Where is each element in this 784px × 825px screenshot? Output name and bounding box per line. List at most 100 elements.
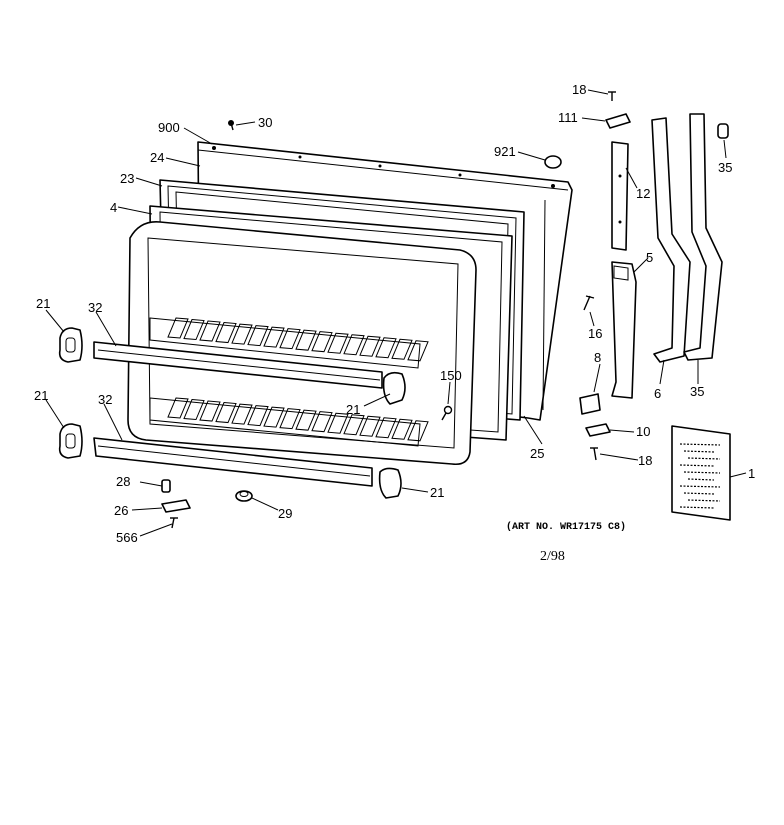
booklet-text-line: [683, 492, 715, 495]
callout-18-top: 18: [572, 82, 586, 97]
lower-shelf-ribs: [167, 397, 429, 442]
callout-566: 566: [116, 530, 138, 545]
door-shelf-bar-upper: [93, 341, 383, 389]
revision-date: 2/98: [540, 549, 565, 564]
shelf-rib: [359, 335, 381, 357]
shelf-rib: [279, 328, 301, 350]
shelf-rib: [375, 337, 397, 359]
callout-28: 28: [116, 474, 130, 489]
hinge-strip-12: [611, 141, 629, 251]
shelf-rib: [327, 412, 349, 434]
callout-32-lower: 32: [98, 392, 112, 407]
hinge-pin-10: [585, 423, 611, 437]
callout-12: 12: [636, 186, 650, 201]
shelf-rib: [183, 318, 205, 341]
plug-button: [544, 155, 562, 169]
shelf-rib: [199, 400, 221, 422]
callout-18-bottom: 18: [638, 453, 652, 468]
shelf-rib: [295, 329, 317, 351]
shelf-rib: [343, 414, 365, 436]
bracket-26: [161, 499, 191, 513]
art-number: (ART NO. WR17175 C8): [506, 521, 626, 533]
hinge-bracket-111: [605, 113, 631, 129]
shelf-rib: [231, 323, 253, 345]
shelf-rib: [167, 317, 189, 339]
shelf-rib: [295, 409, 317, 431]
hinge-arm-6: [651, 117, 691, 363]
door-shelf-bar-lower: [93, 437, 373, 487]
hinge-arm-35: [683, 113, 723, 361]
instruction-booklet: [671, 425, 731, 521]
booklet-text-line: [683, 450, 715, 453]
bar-end-cap-left-lower: [58, 423, 83, 459]
shelf-rib: [311, 331, 333, 353]
spacer-8: [579, 393, 601, 415]
callout-21-left-lower: 21: [34, 388, 48, 403]
shelf-rib: [391, 418, 413, 440]
callout-21-left-upper: 21: [36, 296, 50, 311]
bar-end-cap-right-lower: [378, 467, 402, 499]
shelf-rib: [247, 405, 269, 427]
screw-566: [170, 517, 178, 529]
callout-111: 111: [558, 110, 578, 125]
callout-10: 10: [636, 424, 650, 439]
screw-18-top: [608, 91, 616, 101]
callout-16: 16: [588, 326, 602, 341]
callout-30: 30: [258, 115, 272, 130]
shelf-rib: [183, 398, 205, 421]
leader-lines: [45, 89, 747, 537]
callout-5: 5: [646, 250, 653, 265]
booklet-text-line: [687, 457, 721, 460]
callout-150: 150: [440, 368, 462, 383]
callout-900: 900: [158, 120, 180, 135]
callout-35-top: 35: [718, 160, 732, 175]
booklet-text-line: [683, 471, 721, 474]
callout-26: 26: [114, 503, 128, 518]
shelf-rib: [167, 397, 189, 419]
shelf-rib: [263, 326, 285, 348]
callout-21-right-lower: 21: [430, 485, 444, 500]
shelf-rib: [247, 325, 269, 347]
booklet-text-line: [679, 506, 715, 509]
hinge-channel-5: [611, 261, 637, 399]
shelf-rib: [359, 415, 381, 437]
callout-8: 8: [594, 350, 601, 365]
shelf-rib: [407, 420, 429, 442]
callout-1: 1: [748, 466, 755, 481]
shelf-rib: [327, 332, 349, 354]
screw-28: [161, 479, 171, 493]
booklet-text-line: [687, 499, 721, 502]
shelf-rib: [311, 411, 333, 433]
screw-150: [441, 405, 453, 421]
screw-16: [583, 295, 595, 311]
callout-25: 25: [530, 446, 544, 461]
callout-29: 29: [278, 506, 292, 521]
booklet-text-line: [679, 485, 721, 488]
callout-23: 23: [120, 171, 134, 186]
booklet-text-line: [679, 464, 715, 467]
screw-18-bottom: [590, 447, 598, 461]
bar-end-cap-left-upper: [58, 327, 83, 363]
shelf-rib: [343, 334, 365, 356]
callout-921: 921: [494, 144, 516, 159]
shelf-rib: [391, 338, 413, 360]
shelf-rib: [231, 403, 253, 425]
booklet-text-line: [679, 443, 721, 446]
bar-end-cap-right-upper: [382, 371, 406, 405]
shelf-rib: [279, 408, 301, 430]
callout-24: 24: [150, 150, 164, 165]
callout-21-right-upper: 21: [346, 402, 360, 417]
cap-35: [717, 123, 729, 139]
shelf-rib: [263, 406, 285, 428]
shelf-rib: [215, 402, 237, 424]
screw-30: [228, 120, 234, 131]
shelf-rib: [215, 322, 237, 344]
shelf-rib: [199, 320, 221, 342]
callout-35-bottom: 35: [690, 384, 704, 399]
callout-32-upper: 32: [88, 300, 102, 315]
booklet-text-line: [687, 478, 715, 481]
callout-6: 6: [654, 386, 661, 401]
upper-shelf-ribs: [167, 317, 429, 362]
door-liner: [127, 221, 477, 466]
